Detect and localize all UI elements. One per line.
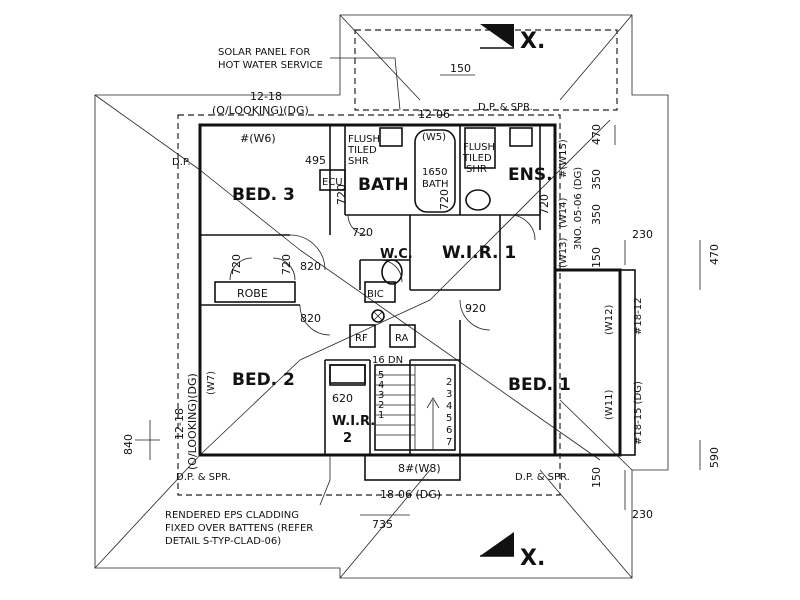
note-solar-line1: SOLAR PANEL FOR	[218, 47, 310, 58]
dim-150-top: 150	[450, 62, 471, 75]
stair-number: 5	[446, 413, 452, 424]
dim-590: 590	[708, 447, 721, 468]
leader-lines	[135, 57, 701, 516]
dim-350-a: 350	[590, 169, 603, 190]
stair-number: 4	[378, 380, 384, 391]
bath-shower-label-3: SHR	[348, 156, 369, 167]
note-solar-line2: HOT WATER SERVICE	[218, 60, 323, 71]
fixtures	[319, 127, 533, 386]
stair-numbers: 5 4 3 2 1 2 3 4 5 6 7	[378, 370, 452, 448]
w12-size: #18-12	[633, 298, 644, 335]
dim-150-bottom: 150	[590, 467, 603, 488]
w15-id: #(W15)	[558, 139, 569, 178]
room-robe: ROBE	[237, 287, 268, 300]
dim-920: 920	[465, 302, 486, 315]
bath-shower-label-1: FLUSH	[348, 134, 380, 145]
downpipe-label-top-right: D.P. & SPR.	[478, 102, 533, 113]
door-swings	[229, 214, 536, 336]
dim-230-top: 230	[632, 228, 653, 241]
stair-number: 2	[446, 377, 452, 388]
downpipe-label-bottom-left: D.P. & SPR.	[176, 472, 231, 483]
dim-230-bottom: 230	[632, 508, 653, 521]
dim-720-ens: 720	[538, 194, 551, 215]
ens-shower-label-1: FLUSH	[463, 142, 495, 153]
dim-150-right: 150	[590, 247, 603, 268]
section-mark-bottom: X.	[520, 546, 545, 571]
room-bed3: BED. 3	[232, 185, 295, 205]
bath-tub-size: 1650	[422, 167, 447, 178]
dim-820-a: 820	[300, 260, 321, 273]
room-wc: W.C.	[380, 247, 413, 262]
w8-id: 8#(W8)	[398, 462, 441, 475]
note-cladding-line2: FIXED OVER BATTENS (REFER	[165, 523, 313, 534]
room-bed1: BED. 1	[508, 375, 571, 395]
w6-size: 12-18	[250, 90, 282, 103]
bath-shower-label-2: TILED	[347, 145, 377, 156]
dim-470-top: 470	[590, 124, 603, 145]
w7-size: 12-18	[173, 408, 186, 440]
stair-number: 2	[378, 400, 384, 411]
downpipe-label-bottom-right: D.P. & SPR.	[515, 472, 570, 483]
ra-label: RA	[395, 333, 409, 344]
dim-350-b: 350	[590, 204, 603, 225]
dim-720-bath: 720	[438, 189, 451, 210]
w7-note: (O/LOOKING)(DG)	[186, 373, 199, 470]
dim-840: 840	[122, 434, 135, 455]
w8-size: 18-06 (DG)	[380, 488, 441, 501]
stair-number: 1	[378, 410, 384, 421]
bic-label: BIC	[367, 289, 384, 300]
note-cladding-line1: RENDERED EPS CLADDING	[165, 510, 299, 521]
w5-id: (W5)	[422, 132, 446, 143]
w7-id: (W7)	[206, 371, 217, 395]
w14-id: (W14)	[558, 197, 569, 228]
bath-tub-label: BATH	[422, 179, 449, 190]
dim-495: 495	[305, 154, 326, 167]
ecu-label: ECU	[322, 177, 343, 188]
room-wir2-line1: W.I.R.	[332, 414, 375, 429]
rf-label: RF	[355, 333, 368, 344]
external-walls	[198, 123, 636, 481]
dim-720-robe-left: 720	[230, 254, 243, 275]
room-bed2: BED. 2	[232, 370, 295, 390]
stair-dn-label: 16 DN	[372, 355, 403, 366]
ens-shower-label-2: TILED	[462, 153, 492, 164]
dim-720-robe-right: 720	[280, 254, 293, 275]
w11-size: #18-15 (DG)	[633, 381, 644, 445]
dim-720-wc: 720	[352, 226, 373, 239]
stair-number: 7	[446, 437, 452, 448]
room-ensuite: ENS.	[508, 165, 553, 185]
section-marker-top	[480, 24, 514, 49]
dim-735: 735	[372, 518, 393, 531]
room-bath: BATH	[358, 175, 409, 195]
w5-size: 12-06	[418, 108, 450, 121]
room-wir2-line2: 2	[343, 431, 352, 446]
section-mark-top: X.	[520, 29, 545, 54]
staircase	[374, 364, 456, 451]
stair-number: 4	[446, 401, 452, 412]
w11-id: (W11)	[604, 389, 615, 420]
note-cladding-line3: DETAIL S-TYP-CLAD-06)	[165, 536, 281, 547]
w6-id: #(W6)	[240, 132, 276, 145]
w13-id: (W13)	[558, 237, 569, 268]
w13-15-size: 3NO. 05-06 (DG)	[573, 167, 584, 250]
downpipe-label-top-left: D.P.	[172, 157, 191, 168]
roof-outline	[94, 14, 669, 579]
stair-number: 3	[446, 389, 452, 400]
stair-number: 6	[446, 425, 452, 436]
ens-shower-label-3: SHR	[466, 164, 487, 175]
dim-720-bed3: 720	[335, 184, 348, 205]
dim-620: 620	[332, 392, 353, 405]
section-marker-bottom	[480, 532, 514, 557]
w12-id: (W12)	[604, 304, 615, 335]
dim-820-b: 820	[300, 312, 321, 325]
stair-number: 3	[378, 390, 384, 401]
w6-note: (O/LOOKING)(DG)	[212, 104, 309, 117]
dim-470-right: 470	[708, 244, 721, 265]
stair-number: 5	[378, 370, 384, 381]
room-wir1: W.I.R. 1	[442, 243, 516, 263]
